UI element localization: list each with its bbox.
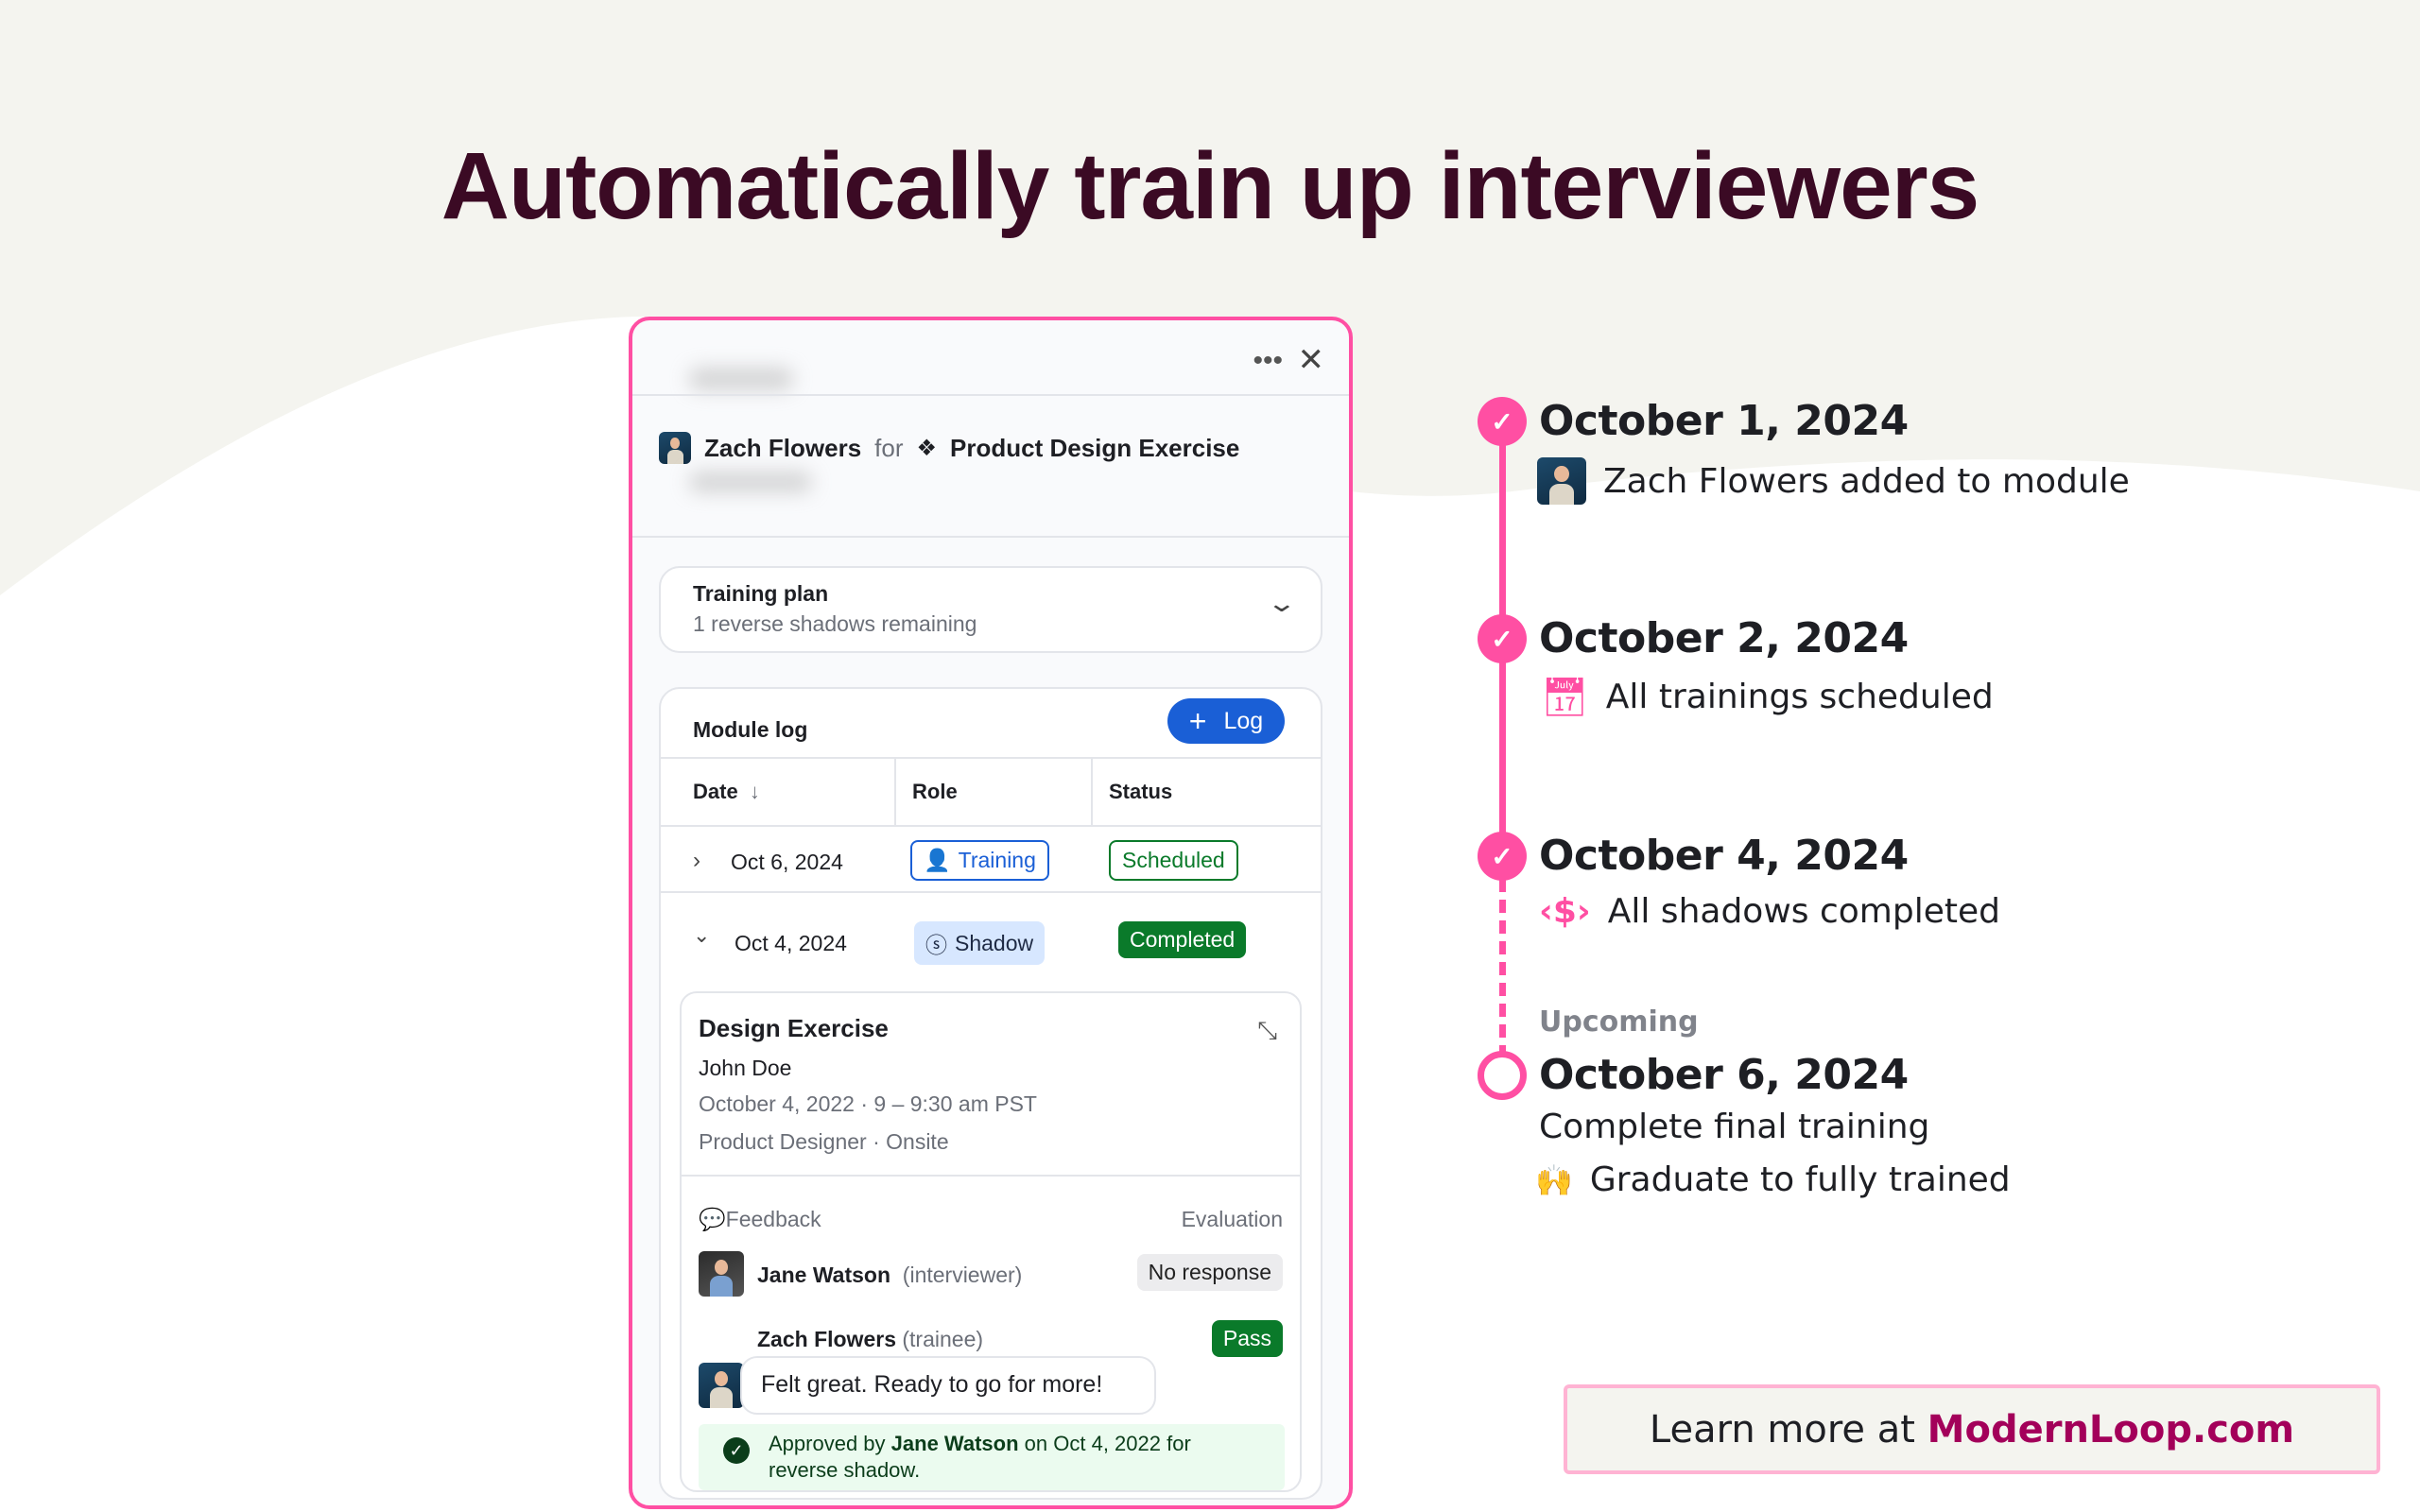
chevron-down-icon: ⌄ bbox=[1266, 589, 1298, 617]
approval-banner: ✓ Approved by Jane Watson on Oct 4, 2022… bbox=[699, 1424, 1285, 1490]
interview-job: Product Designer · Onsite bbox=[699, 1129, 949, 1154]
timeline-date: October 6, 2024 bbox=[1539, 1051, 1909, 1099]
module-icon: ❖ bbox=[916, 435, 938, 461]
timeline-date: October 1, 2024 bbox=[1539, 397, 1909, 445]
evaluation-badge: Pass bbox=[1211, 1320, 1283, 1357]
candidate-name: John Doe bbox=[699, 1056, 792, 1080]
training-plan-dropdown[interactable]: Training plan 1 reverse shadows remainin… bbox=[659, 566, 1322, 653]
trainee-name: Zach Flowers bbox=[704, 433, 862, 462]
module-panel: ••• ✕ Zach Flowers for ❖ Product Design … bbox=[629, 317, 1353, 1509]
learn-more-link[interactable]: Learn more at ModernLoop.com bbox=[1564, 1384, 2380, 1474]
check-icon: ✓ bbox=[1478, 614, 1527, 663]
evaluation-label: Evaluation bbox=[1181, 1207, 1283, 1231]
chat-icon: 💬 bbox=[699, 1207, 726, 1231]
module-log-title: Module log bbox=[693, 717, 808, 742]
interview-datetime: October 4, 2022 · 9 – 9:30 am PST bbox=[699, 1091, 1037, 1116]
role-badge: 👤Training bbox=[910, 840, 1049, 881]
interview-detail-card: Design Exercise ⤡ John Doe October 4, 20… bbox=[680, 991, 1302, 1492]
timeline-event: ‹$›All shadows completed bbox=[1539, 892, 2000, 931]
feedback-comment: Felt great. Ready to go for more! bbox=[740, 1356, 1156, 1415]
chevron-right-icon[interactable]: › bbox=[693, 848, 700, 873]
status-badge: Completed bbox=[1118, 921, 1247, 958]
log-button[interactable]: + Log bbox=[1167, 698, 1285, 744]
more-options-icon[interactable]: ••• bbox=[1253, 345, 1283, 376]
column-role[interactable]: Role bbox=[912, 780, 958, 803]
training-plan-title: Training plan bbox=[693, 581, 829, 606]
raised-hands-icon: 🙌 bbox=[1535, 1161, 1573, 1198]
module-log: Module log + Log Date ↓ Role Status › Oct… bbox=[659, 687, 1322, 1500]
timeline-date: October 2, 2024 bbox=[1539, 614, 1909, 662]
timeline-event: Complete final training bbox=[1539, 1108, 1930, 1146]
calendar-icon: 📅︎ bbox=[1541, 676, 1589, 719]
shadow-icon: ⓢ bbox=[925, 933, 947, 957]
check-icon: ✓ bbox=[1478, 832, 1527, 881]
approval-text: Approved by Jane Watson on Oct 4, 2022 f… bbox=[769, 1432, 1191, 1482]
log-button-label: Log bbox=[1223, 707, 1264, 734]
timeline-event: Zach Flowers added to module bbox=[1537, 457, 2130, 505]
feedback-row: Zach Flowers (trainee) bbox=[757, 1327, 984, 1351]
interview-title: Design Exercise bbox=[699, 1014, 889, 1042]
status-badge: Scheduled bbox=[1109, 840, 1238, 881]
upcoming-label: Upcoming bbox=[1539, 1005, 1699, 1039]
check-icon: ✓ bbox=[1478, 397, 1527, 446]
check-circle-icon: ✓ bbox=[723, 1437, 750, 1464]
trainee-icon: 👤 bbox=[924, 848, 951, 872]
feedback-label: 💬Feedback bbox=[699, 1207, 821, 1231]
avatar bbox=[699, 1363, 744, 1408]
avatar bbox=[659, 432, 691, 464]
chevron-down-icon[interactable]: ⌄ bbox=[693, 923, 711, 947]
avatar bbox=[699, 1251, 744, 1297]
row-date: Oct 4, 2024 bbox=[735, 931, 847, 955]
column-status[interactable]: Status bbox=[1109, 780, 1173, 803]
feedback-row: Jane Watson (interviewer) bbox=[757, 1263, 1023, 1287]
close-icon[interactable]: ✕ bbox=[1297, 342, 1325, 378]
plus-icon: + bbox=[1188, 703, 1207, 738]
blurred-title bbox=[689, 368, 793, 390]
avatar bbox=[1537, 457, 1586, 505]
blurred-subtitle bbox=[689, 472, 812, 492]
timeline-event: 📅︎All trainings scheduled bbox=[1541, 676, 1994, 719]
pending-circle-icon bbox=[1478, 1051, 1527, 1100]
column-date[interactable]: Date ↓ bbox=[693, 780, 760, 803]
timeline-line-upcoming bbox=[1499, 879, 1506, 1058]
training-plan-subtitle: 1 reverse shadows remaining bbox=[693, 611, 977, 636]
panel-header: Zach Flowers for ❖ Product Design Exerci… bbox=[659, 432, 1239, 464]
timeline-event: 🙌Graduate to fully trained bbox=[1535, 1160, 2011, 1199]
collapse-icon[interactable]: ⤡ bbox=[1257, 1016, 1277, 1044]
evaluation-badge: No response bbox=[1136, 1254, 1283, 1291]
module-name[interactable]: Product Design Exercise bbox=[950, 433, 1240, 462]
sort-down-icon: ↓ bbox=[743, 780, 760, 803]
row-date: Oct 6, 2024 bbox=[731, 850, 843, 874]
timeline-date: October 4, 2024 bbox=[1539, 832, 1909, 880]
shadow-icon: ‹$› bbox=[1539, 892, 1591, 931]
for-label: for bbox=[874, 433, 904, 462]
headline: Automatically train up interviewers bbox=[441, 133, 1980, 239]
